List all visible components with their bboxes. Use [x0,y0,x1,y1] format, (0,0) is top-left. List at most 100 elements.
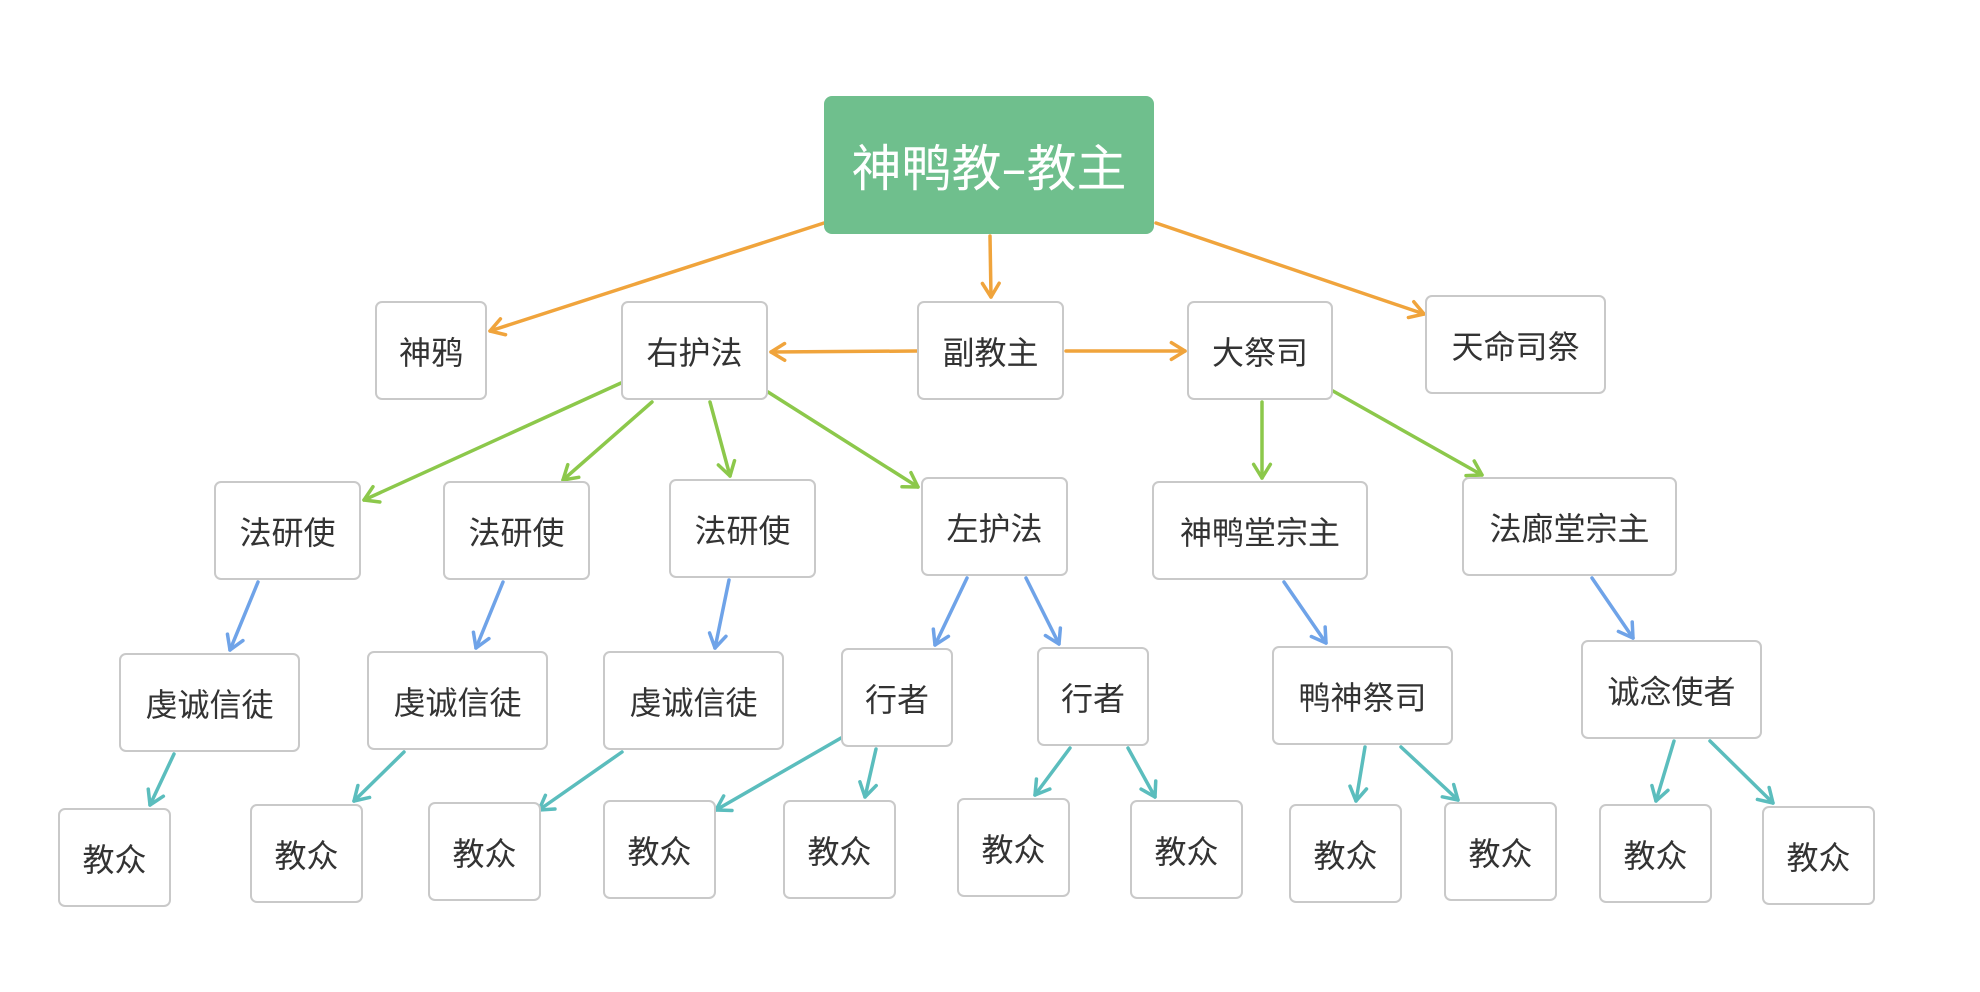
node-dajisi[interactable]: 大祭司 [1187,301,1333,400]
connector-root-to-tianming [1154,221,1426,320]
node-jiaozhong-8[interactable]: 教众 [1289,804,1402,903]
node-qiancheng-1[interactable]: 虔诚信徒 [119,653,300,752]
connector-youhufa-to-fayan-2 [561,400,654,482]
connector-line [1331,389,1484,477]
connector-youhufa-to-fayan-3 [708,400,737,478]
node-xingzhe-2[interactable]: 行者 [1037,647,1149,746]
connector-line [148,752,176,807]
arrow-head-icon [1406,299,1426,320]
node-fujiaozhu[interactable]: 副教主 [917,301,1064,400]
node-yashenjisi[interactable]: 鸭神祭司 [1272,646,1453,745]
connector-shenyatang-to-yashenjisi [1282,580,1328,645]
connector-line [766,390,920,489]
arrow-head-icon [1033,777,1052,797]
node-falangtang[interactable]: 法廊堂宗主 [1462,477,1677,576]
connector-chengnian-to-jz-11 [1708,739,1775,805]
connector-line [488,221,826,333]
node-jiaozhong-2[interactable]: 教众 [250,804,363,903]
connector-root-to-fujiaozhu [980,234,1001,299]
connector-line [1154,221,1426,316]
arrow-head-icon [1348,784,1369,803]
arrow-head-icon [1309,625,1328,645]
connector-zuohufa-to-xingzhe-2 [1024,576,1063,646]
connector-qiancheng-1-to-jz-1 [146,752,176,807]
node-tianming[interactable]: 天命司祭 [1425,295,1606,394]
arrow-head-icon [1169,340,1187,362]
node-jiaozhong-3[interactable]: 教众 [428,802,541,901]
node-qiancheng-2[interactable]: 虔诚信徒 [367,651,548,750]
arrow-head-icon [1755,785,1775,805]
node-fayan-1[interactable]: 法研使 [214,481,361,580]
connector-falangtang-to-chengnian [1590,576,1635,640]
node-jiaozhong-1[interactable]: 教众 [58,808,171,907]
node-chengnian[interactable]: 诚念使者 [1581,640,1762,739]
arrow-head-icon [1650,783,1670,803]
connector-line [1708,739,1775,805]
node-jiaozhong-5[interactable]: 教众 [783,800,896,899]
connector-line [933,576,969,647]
connector-qiancheng-2-to-jz-2 [352,750,406,803]
arrow-head-icon [225,632,245,652]
arrow-head-icon [900,470,920,489]
arrow-head-icon [980,281,1001,299]
connector-line [228,580,260,652]
node-jiaozhong-7[interactable]: 教众 [1130,800,1243,899]
connector-xingzhe-2-to-jz-7 [1126,746,1158,799]
node-shenyatang[interactable]: 神鸭堂宗主 [1152,481,1368,580]
node-zuohufa[interactable]: 左护法 [921,477,1068,576]
connector-fayan-2-to-qiancheng-2 [471,580,505,650]
connector-line [1033,746,1072,797]
arrow-head-icon [1616,620,1635,640]
connector-fujiaozhu-to-dajisi [1064,340,1187,362]
connector-line [1590,576,1635,640]
node-qiancheng-3[interactable]: 虔诚信徒 [603,651,784,750]
connector-line [474,580,505,650]
connector-fujiaozhu-to-youhufa [769,341,919,363]
connector-root-to-shenya [488,221,826,337]
connector-line [714,736,843,812]
connector-line [1654,739,1676,803]
connector-chengnian-to-jz-10 [1650,739,1676,803]
connector-line [352,750,406,803]
node-jiaozhong-4[interactable]: 教众 [603,800,716,899]
arrow-head-icon [352,783,372,803]
connector-line [1024,576,1061,646]
connector-xingzhe-2-to-jz-6 [1033,746,1072,797]
arrow-head-icon [858,780,878,799]
connector-line [988,234,993,299]
arrow-head-icon [1043,626,1063,646]
connector-xingzhe-1-to-jz-5 [858,747,878,799]
node-jiaozhong-10[interactable]: 教众 [1599,804,1712,903]
connector-line [362,381,623,502]
connector-line [769,349,919,354]
connector-line [1282,580,1328,645]
node-shenya[interactable]: 神鸦 [375,301,487,400]
connector-line [863,747,878,799]
connector-youhufa-to-fayan-1 [362,381,623,504]
connector-youhufa-to-zuohufa [766,390,920,489]
arrow-head-icon [488,317,508,337]
node-youhufa[interactable]: 右护法 [621,301,768,400]
connector-yashenjisi-to-jz-9 [1399,745,1460,802]
node-root[interactable]: 神鸭教–教主 [824,96,1154,234]
arrow-head-icon [561,462,581,482]
connector-fayan-1-to-qiancheng-1 [225,580,260,652]
arrow-head-icon [471,630,491,650]
connector-line [537,750,624,812]
node-jiaozhong-9[interactable]: 教众 [1444,802,1557,901]
connector-zuohufa-to-xingzhe-1 [931,576,969,647]
arrow-head-icon [1464,459,1484,478]
connector-line [1399,745,1460,802]
connector-dajisi-to-falangtang [1331,389,1484,478]
node-fayan-3[interactable]: 法研使 [669,479,816,578]
connector-fayan-3-to-qiancheng-3 [707,578,731,650]
arrow-head-icon [1139,779,1158,799]
arrow-head-icon [707,631,728,650]
connector-line [1126,746,1157,799]
node-fayan-2[interactable]: 法研使 [443,481,590,580]
node-jiaozhong-11[interactable]: 教众 [1762,806,1875,905]
node-xingzhe-1[interactable]: 行者 [841,648,953,747]
node-jiaozhong-6[interactable]: 教众 [957,798,1070,897]
arrow-head-icon [362,484,382,504]
